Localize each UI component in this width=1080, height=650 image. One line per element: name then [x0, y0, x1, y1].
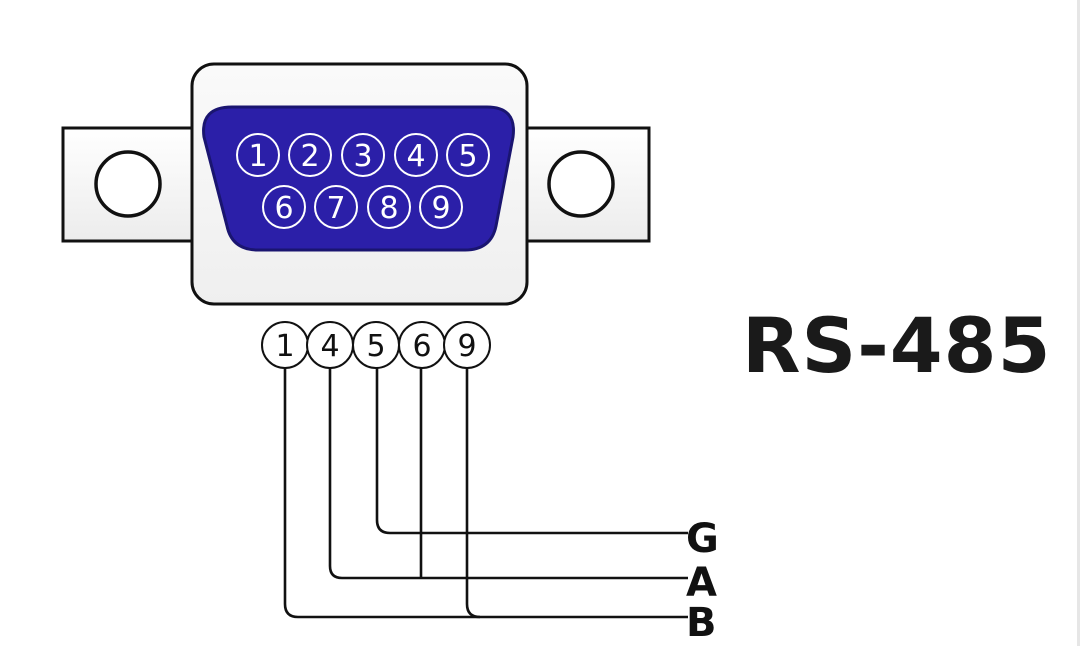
pin-1: 1 — [236, 133, 280, 177]
wired-pin-6: 6 — [398, 321, 446, 369]
page-title: RS-485 — [742, 301, 1052, 390]
wire-pin9-b — [465, 368, 481, 619]
wired-pin-1-label: 1 — [275, 329, 294, 364]
pin-6-circle — [262, 185, 306, 229]
pin-9-label: 9 — [431, 191, 450, 226]
signal-label-a: A — [686, 560, 717, 606]
pin-8-label: 8 — [379, 191, 398, 226]
wire-pin1-b — [283, 368, 688, 619]
d-sub-shell — [202, 105, 515, 252]
pin-2: 2 — [288, 133, 332, 177]
pin-6: 6 — [262, 185, 306, 229]
wired-pin-5-label: 5 — [366, 329, 385, 364]
pin-3-label: 3 — [353, 139, 372, 174]
pin-8-circle — [367, 185, 411, 229]
wired-pin-5: 5 — [352, 321, 400, 369]
wiring — [283, 368, 688, 619]
wired-pin-1: 1 — [261, 321, 309, 369]
wired-pin-4-label: 4 — [320, 329, 339, 364]
pin-2-circle — [288, 133, 332, 177]
pin-6-label: 6 — [274, 191, 293, 226]
signal-label-b: B — [686, 600, 717, 646]
right-screw-hole — [547, 150, 615, 218]
pin-7: 7 — [314, 185, 358, 229]
left-screw-hole — [94, 150, 162, 218]
pin-1-circle — [236, 133, 280, 177]
signal-label-g: G — [686, 516, 719, 562]
pin-7-circle — [314, 185, 358, 229]
pin-3: 3 — [341, 133, 385, 177]
pin-5-circle — [446, 133, 490, 177]
wired-pin-9: 9 — [443, 321, 491, 369]
pin-7-label: 7 — [326, 191, 345, 226]
pin-8: 8 — [367, 185, 411, 229]
wired-pin-4: 4 — [306, 321, 354, 369]
pin-4-circle — [394, 133, 438, 177]
wire-pin4-a — [328, 368, 688, 580]
pin-5: 5 — [446, 133, 490, 177]
wired-pin-6-label: 6 — [412, 329, 431, 364]
pin-4: 4 — [394, 133, 438, 177]
pin-9-circle — [419, 185, 463, 229]
wired-pin-9-label: 9 — [457, 329, 476, 364]
pin-3-circle — [341, 133, 385, 177]
pin-4-label: 4 — [406, 139, 425, 174]
pin-1-label: 1 — [248, 139, 267, 174]
pin-5-label: 5 — [458, 139, 477, 174]
pin-2-label: 2 — [300, 139, 319, 174]
wire-pin5-g — [375, 368, 688, 535]
pin-9: 9 — [419, 185, 463, 229]
edge-rule — [1077, 0, 1080, 646]
